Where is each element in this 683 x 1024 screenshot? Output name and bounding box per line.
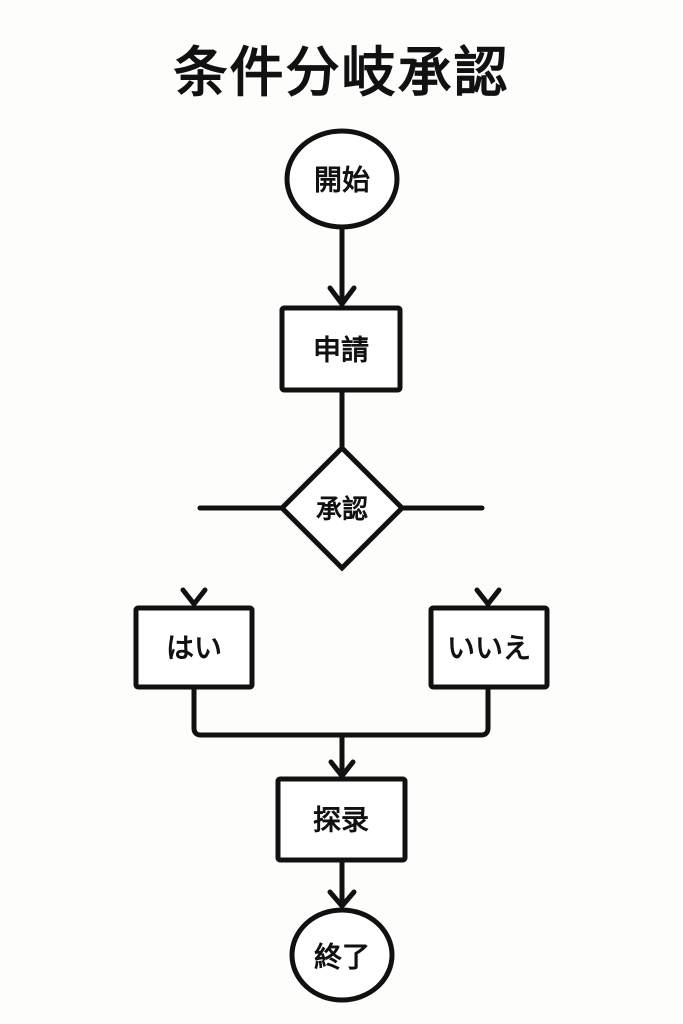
node-no (428, 605, 550, 690)
node-approval-label: 承認 (316, 494, 368, 525)
diagram-title: 条件分岐承認 (173, 41, 510, 104)
node-record-label: 探录 (313, 804, 369, 837)
arrowhead-icon (328, 759, 356, 779)
node-approval (278, 444, 406, 572)
arrowhead-icon (327, 285, 357, 307)
arrowhead-icon (327, 889, 357, 909)
node-yes (133, 605, 255, 690)
node-record (275, 776, 408, 863)
node-no-label: いいえ (447, 632, 531, 665)
node-apply (279, 305, 403, 393)
node-end (289, 907, 395, 1003)
node-apply-label: 申請 (313, 334, 369, 367)
node-start-label: 開始 (314, 164, 370, 197)
edge-yes-merge (191, 685, 491, 738)
arrowhead-icon (180, 587, 208, 607)
node-end-label: 終了 (314, 941, 370, 974)
node-yes-label: はい (166, 632, 222, 665)
arrowhead-icon (474, 587, 502, 607)
node-start (284, 128, 400, 230)
